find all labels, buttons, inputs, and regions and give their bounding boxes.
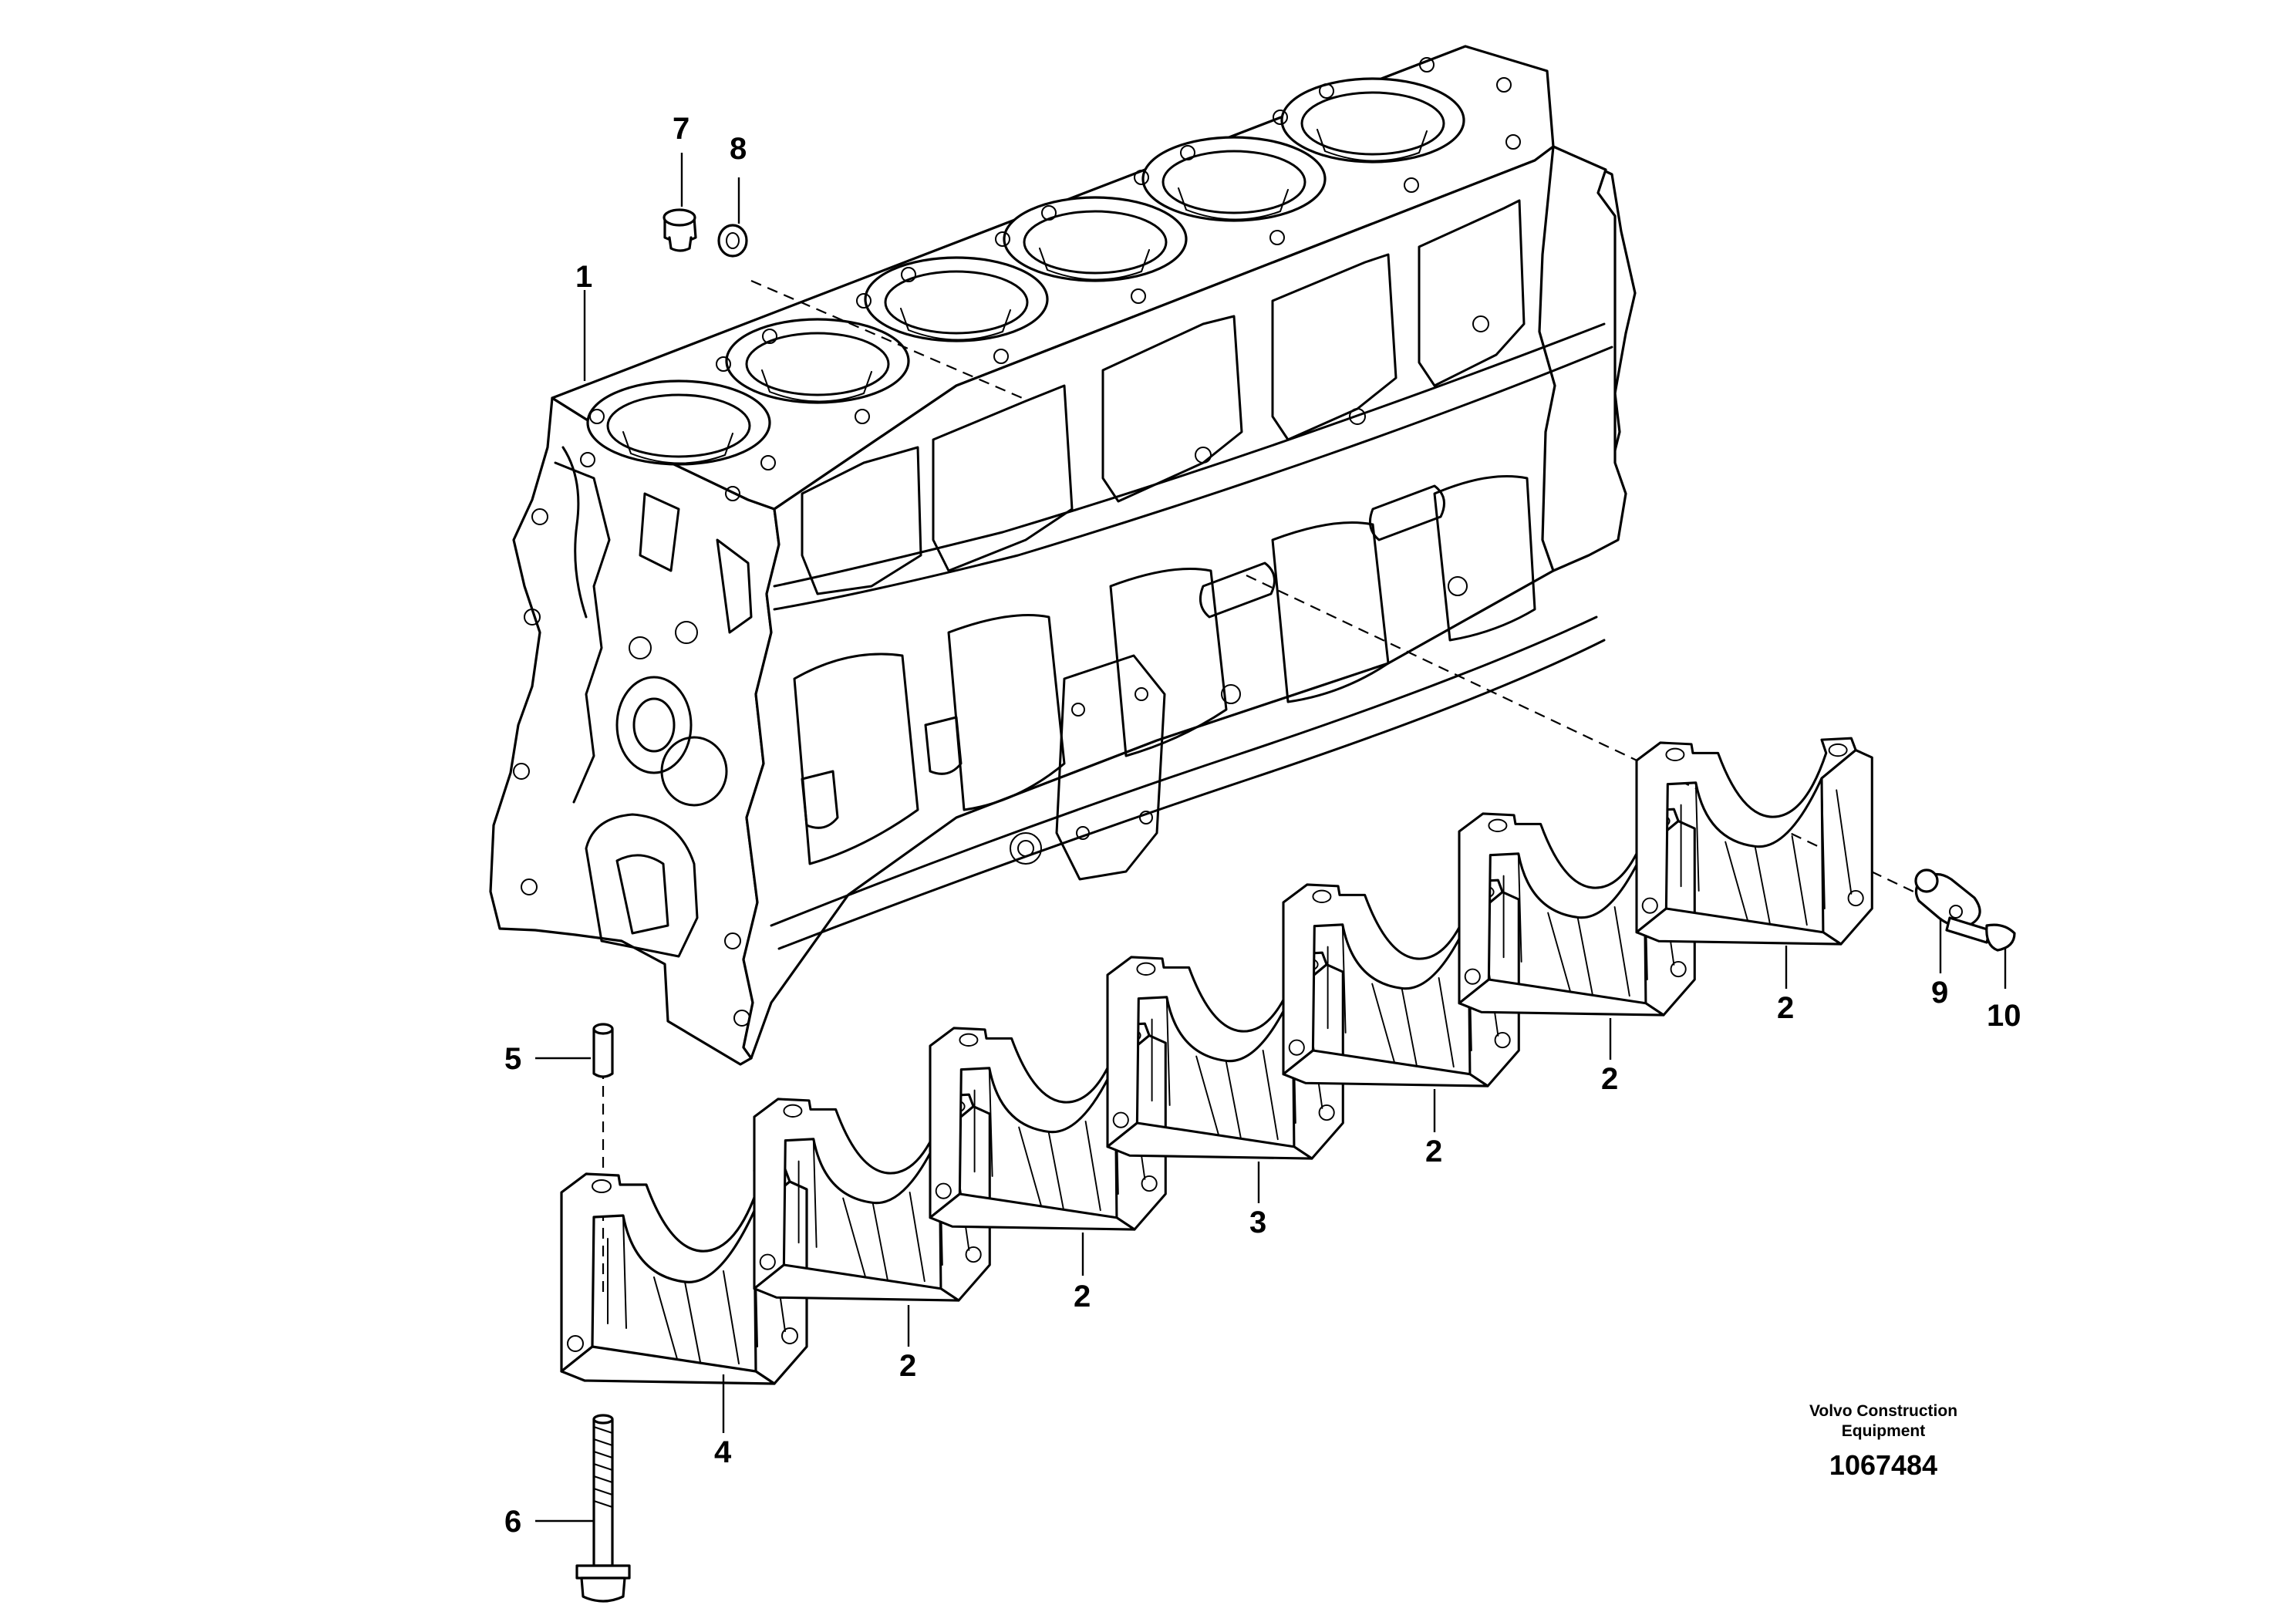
drawing-number: 1067484: [1829, 1449, 1937, 1481]
callout-2-e: 2: [1777, 991, 1794, 1025]
callout-8: 8: [730, 132, 747, 166]
seal-ring: [717, 224, 748, 258]
cylinder-block: [489, 45, 1637, 1066]
callout-4: 4: [714, 1435, 732, 1469]
cap-screw: [575, 1414, 631, 1603]
leader-lines: [535, 153, 2007, 1523]
brand-line-1: Volvo Construction: [1809, 1402, 1957, 1420]
callout-2-c: 2: [1425, 1135, 1442, 1168]
cylinder-bores: [586, 77, 1465, 466]
flange-plate: [1914, 868, 1981, 928]
callout-10: 10: [1987, 999, 2021, 1033]
callout-3: 3: [1249, 1206, 1266, 1239]
callout-5: 5: [504, 1042, 521, 1076]
plug: [663, 208, 697, 252]
flange-bolt: [1945, 916, 2016, 952]
callout-2-b: 2: [1074, 1280, 1091, 1313]
brand-line-2: Equipment: [1842, 1422, 1926, 1440]
dowel-pin: [592, 1023, 614, 1078]
callout-2-d: 2: [1601, 1062, 1618, 1096]
head-bolt-holes: [580, 57, 1521, 501]
bolt-alignment-line: [1246, 575, 1927, 899]
callout-9: 9: [1931, 976, 1948, 1010]
callout-7: 7: [673, 112, 689, 146]
callout-6: 6: [504, 1505, 521, 1539]
plug-alignment-line: [750, 279, 1027, 401]
callout-1: 1: [575, 260, 592, 294]
callout-2-a: 2: [899, 1349, 916, 1383]
